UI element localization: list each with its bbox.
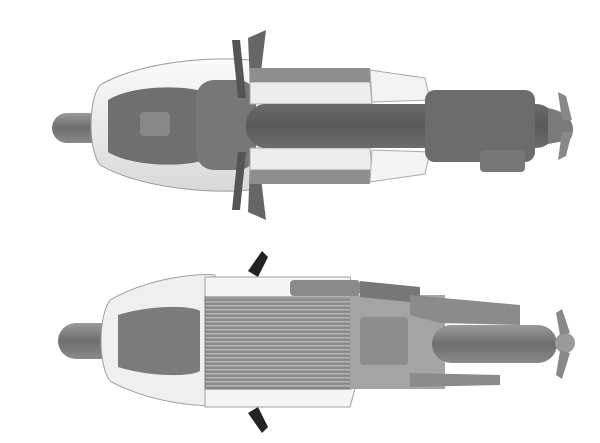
rear-motor — [480, 150, 525, 172]
rear-upper-blade — [558, 92, 572, 120]
rear-lower-fender — [369, 149, 431, 183]
scooter-bottom-view — [0, 225, 600, 443]
right-lever-underside — [248, 407, 268, 433]
rear-lower-blade-underside — [556, 351, 570, 379]
rear-tire-underside — [432, 325, 557, 363]
rear-upper-bracket — [360, 281, 420, 303]
right-mirror — [232, 152, 246, 210]
battery-pack — [204, 296, 352, 390]
rear-upper-blade-underside — [556, 309, 570, 335]
front-console — [140, 112, 170, 136]
left-mirror — [232, 40, 246, 98]
rear-upper-fender — [369, 69, 431, 103]
swingarm-lower — [410, 373, 500, 387]
upper-rear-arm — [290, 280, 360, 296]
upper-side-panel — [249, 81, 373, 105]
controller-box — [360, 317, 408, 365]
left-lever-underside — [248, 251, 268, 277]
top-view-drawing — [52, 30, 574, 220]
steering-column — [196, 80, 256, 170]
swingarm-underside — [410, 295, 520, 325]
scooter-top-view — [52, 30, 574, 220]
bottom-view-drawing — [58, 251, 575, 433]
rear-lower-blade — [558, 132, 572, 160]
front-fork — [118, 306, 200, 376]
rear-hub — [555, 333, 575, 353]
rear-swingarm — [425, 90, 535, 162]
lower-side-panel — [249, 147, 373, 171]
lower-frame — [250, 170, 370, 184]
upper-frame — [250, 68, 370, 82]
